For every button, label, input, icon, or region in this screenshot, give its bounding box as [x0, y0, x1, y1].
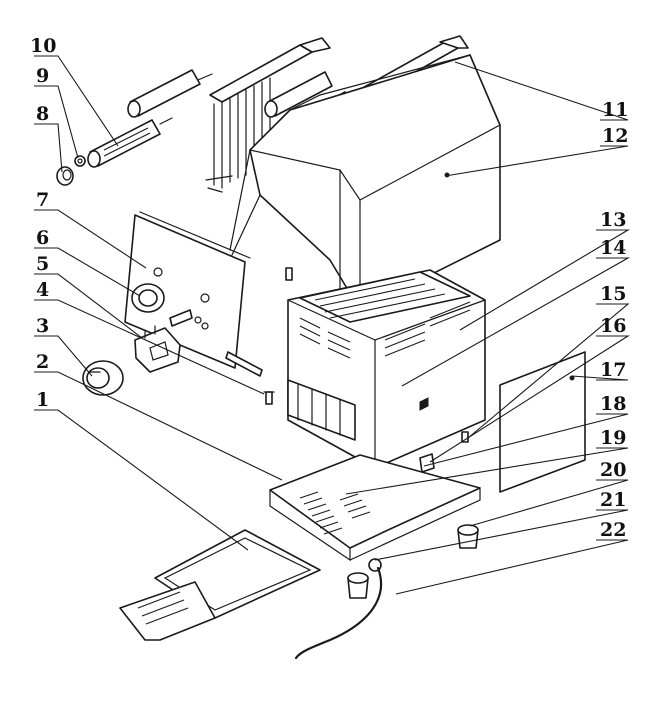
part-3-control-knob — [82, 360, 124, 396]
callout-7: 7 — [36, 189, 49, 211]
callout-17: 17 — [600, 359, 626, 381]
callout-8: 8 — [36, 103, 49, 125]
part-18-cable-clamp — [419, 453, 435, 473]
callout-1: 1 — [36, 389, 49, 411]
callout-13: 13 — [600, 209, 626, 231]
callout-19: 19 — [600, 427, 626, 449]
part-20-rubber-foot — [457, 524, 479, 549]
callout-22: 22 — [600, 519, 626, 541]
callout-labels: 1 2 3 4 5 6 7 8 9 10 11 12 13 14 15 16 1… — [30, 35, 628, 541]
callout-11: 11 — [602, 99, 628, 121]
callout-20: 20 — [600, 459, 626, 481]
callout-2: 2 — [36, 351, 49, 373]
callout-3: 3 — [36, 315, 49, 337]
part-1-crumb-tray — [119, 529, 321, 641]
callout-21: 21 — [600, 489, 626, 511]
part-6-knob-shaft — [131, 283, 193, 327]
part-8-end-cap — [56, 166, 74, 186]
leader-lines — [34, 55, 631, 595]
callout-12: 12 — [602, 125, 628, 147]
callout-6: 6 — [36, 227, 49, 249]
callout-9: 9 — [36, 65, 49, 87]
part-5-timer-switch — [134, 325, 181, 373]
callout-5: 5 — [36, 253, 49, 275]
callout-16: 16 — [600, 315, 626, 337]
part-16-terminal-block — [287, 379, 356, 441]
part-22-power-cord — [294, 566, 383, 660]
part-9-nut — [74, 155, 86, 167]
part-15-screw — [461, 431, 469, 443]
callout-14: 14 — [600, 237, 626, 259]
callout-15: 15 — [600, 283, 626, 305]
part-14-element-cage — [299, 271, 471, 323]
part-4-screw — [263, 267, 293, 405]
part-12-top-housing — [229, 54, 501, 311]
callout-18: 18 — [600, 393, 626, 415]
part-2-base-plate — [269, 454, 481, 562]
part-17-side-cover-panel — [499, 351, 586, 493]
callout-10: 10 — [30, 35, 56, 57]
part-21-rubber-foot — [347, 558, 382, 599]
callout-4: 4 — [36, 279, 49, 301]
